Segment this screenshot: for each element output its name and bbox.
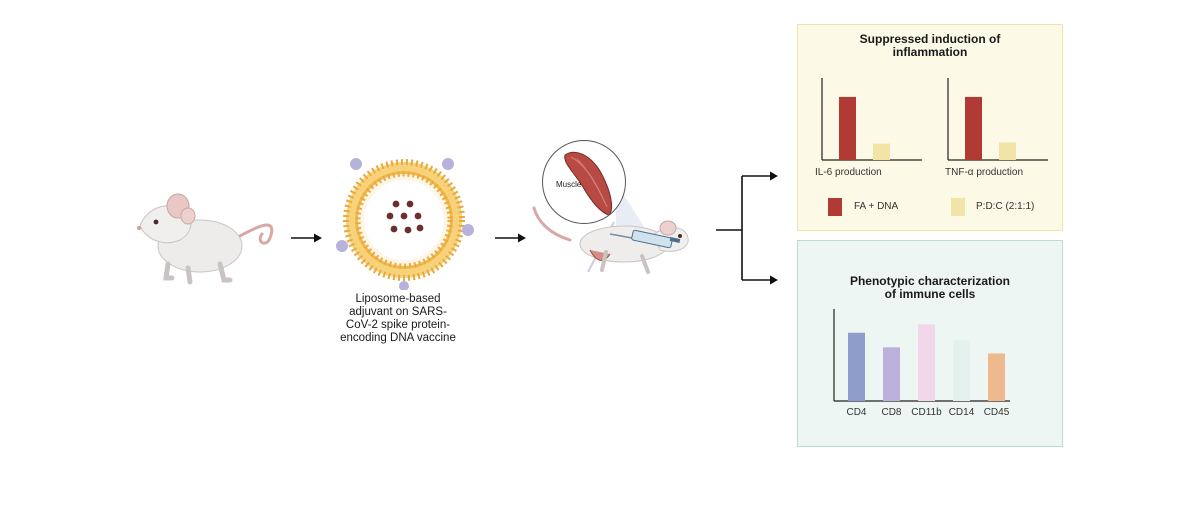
arrow-icon bbox=[495, 233, 526, 243]
syringe-icon bbox=[609, 229, 681, 249]
legend-swatch-fa-dna bbox=[828, 198, 842, 216]
bar bbox=[953, 340, 970, 401]
immune-cells-panel: Phenotypic characterization of immune ce… bbox=[797, 240, 1063, 447]
liposome-caption: Liposome-based adjuvant on SARS- CoV-2 s… bbox=[318, 293, 478, 345]
category-label: CD11b bbox=[911, 407, 942, 418]
caption-line: CoV-2 spike protein- bbox=[345, 319, 451, 331]
legend-label: P:D:C (2:1:1) bbox=[976, 201, 1035, 212]
panel-title: Phenotypic characterization of immune ce… bbox=[798, 275, 1062, 301]
bar bbox=[883, 347, 900, 401]
bar bbox=[988, 353, 1005, 401]
bar bbox=[965, 96, 982, 160]
bar bbox=[839, 96, 856, 160]
legend-label: FA + DNA bbox=[854, 201, 899, 212]
arrow-icon bbox=[291, 233, 322, 243]
category-label: CD8 bbox=[881, 407, 902, 418]
legend-swatch-pdc bbox=[951, 198, 965, 216]
muscle-icon bbox=[564, 151, 613, 216]
category-label: CD4 bbox=[846, 407, 867, 418]
title-line: inflammation bbox=[892, 45, 968, 59]
title-line: Suppressed induction of bbox=[859, 32, 1001, 46]
inflammation-charts bbox=[821, 78, 1048, 161]
title-line: Phenotypic characterization bbox=[849, 274, 1011, 288]
caption-line: adjuvant on SARS- bbox=[349, 306, 447, 318]
bar bbox=[873, 143, 890, 160]
bar bbox=[848, 332, 865, 401]
caption-line: Liposome-based bbox=[355, 293, 441, 305]
immune-cells-chart bbox=[833, 309, 1010, 402]
category-label: CD45 bbox=[983, 407, 1010, 418]
panel-title: Suppressed induction of inflammation bbox=[798, 33, 1062, 59]
caption-line: encoding DNA vaccine bbox=[340, 332, 456, 344]
category-label: CD14 bbox=[948, 407, 975, 418]
muscle-callout: Muscle bbox=[542, 140, 626, 224]
bar bbox=[999, 142, 1016, 160]
chart-xlabel: IL-6 production bbox=[815, 167, 882, 178]
branch-arrow-icon bbox=[716, 171, 778, 285]
muscle-label: Muscle bbox=[556, 180, 582, 189]
mouse-icon bbox=[137, 193, 274, 285]
chart-xlabel: TNF-α production bbox=[945, 167, 1024, 178]
title-line: of immune cells bbox=[884, 287, 976, 301]
inflammation-panel: Suppressed induction of inflammation IL-… bbox=[797, 24, 1063, 231]
bar bbox=[918, 324, 935, 401]
liposome-icon bbox=[336, 158, 474, 290]
